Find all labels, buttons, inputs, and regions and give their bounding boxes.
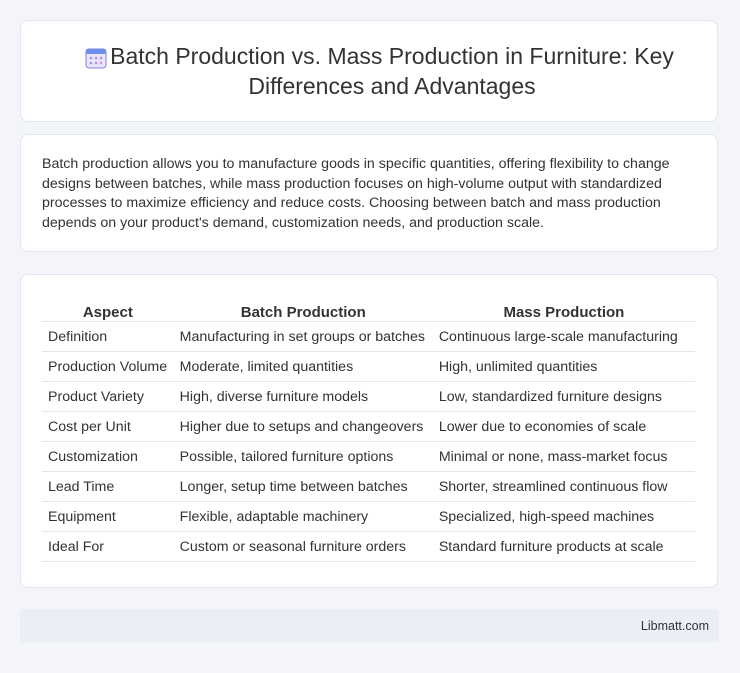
header-card: Batch Production vs. Mass Production in … (20, 20, 718, 122)
intro-card: Batch production allows you to manufactu… (20, 134, 718, 252)
calendar-icon (85, 47, 107, 69)
cell-mass: Continuous large-scale manufacturing (432, 321, 695, 352)
table-row: Lead Time Longer, setup time between bat… (42, 471, 695, 502)
table-row: Product Variety High, diverse furniture … (42, 381, 695, 412)
cell-mass: Standard furniture products at scale (432, 531, 695, 562)
table-row: Cost per Unit Higher due to setups and c… (42, 411, 695, 442)
table-row: Customization Possible, tailored furnitu… (42, 441, 695, 472)
cell-batch: Longer, setup time between batches (173, 471, 433, 502)
footer-site-link[interactable]: Libmatt.com (640, 618, 709, 633)
cell-aspect: Product Variety (42, 381, 174, 412)
cell-aspect: Lead Time (42, 471, 174, 502)
table-row: Equipment Flexible, adaptable machinery … (42, 501, 695, 532)
cell-mass: High, unlimited quantities (432, 351, 695, 382)
page-title: Batch Production vs. Mass Production in … (110, 43, 674, 99)
table-header-row: Aspect Batch Production Mass Production (42, 295, 695, 322)
cell-batch: Flexible, adaptable machinery (173, 501, 433, 532)
cell-mass: Low, standardized furniture designs (432, 381, 695, 412)
table-row: Ideal For Custom or seasonal furniture o… (42, 531, 695, 562)
cell-batch: Custom or seasonal furniture orders (173, 531, 433, 562)
cell-batch: Higher due to setups and changeovers (173, 411, 433, 442)
cell-aspect: Ideal For (42, 531, 174, 562)
cell-aspect: Equipment (42, 501, 174, 532)
cell-mass: Minimal or none, mass-market focus (432, 441, 695, 472)
cell-batch: High, diverse furniture models (173, 381, 433, 412)
cell-mass: Lower due to economies of scale (432, 411, 695, 442)
intro-text: Batch production allows you to manufactu… (42, 156, 670, 231)
cell-batch: Moderate, limited quantities (173, 351, 433, 382)
cell-batch: Manufacturing in set groups or batches (173, 321, 433, 352)
cell-mass: Specialized, high-speed machines (432, 501, 695, 532)
cell-aspect: Cost per Unit (42, 411, 174, 442)
header-batch-production: Batch Production (173, 295, 433, 322)
cell-batch: Possible, tailored furniture options (173, 441, 433, 472)
comparison-table-card: Aspect Batch Production Mass Production … (20, 274, 718, 588)
footer: Libmatt.com (20, 609, 719, 642)
cell-aspect: Production Volume (42, 351, 174, 382)
cell-aspect: Customization (42, 441, 174, 472)
title-wrap: Batch Production vs. Mass Production in … (49, 41, 689, 101)
cell-aspect: Definition (42, 321, 174, 352)
table-row: Definition Manufacturing in set groups o… (42, 321, 695, 352)
header-aspect: Aspect (42, 295, 174, 322)
table-row: Production Volume Moderate, limited quan… (42, 351, 695, 382)
header-mass-production: Mass Production (432, 295, 695, 322)
cell-mass: Shorter, streamlined continuous flow (432, 471, 695, 502)
comparison-table: Aspect Batch Production Mass Production … (42, 295, 695, 562)
